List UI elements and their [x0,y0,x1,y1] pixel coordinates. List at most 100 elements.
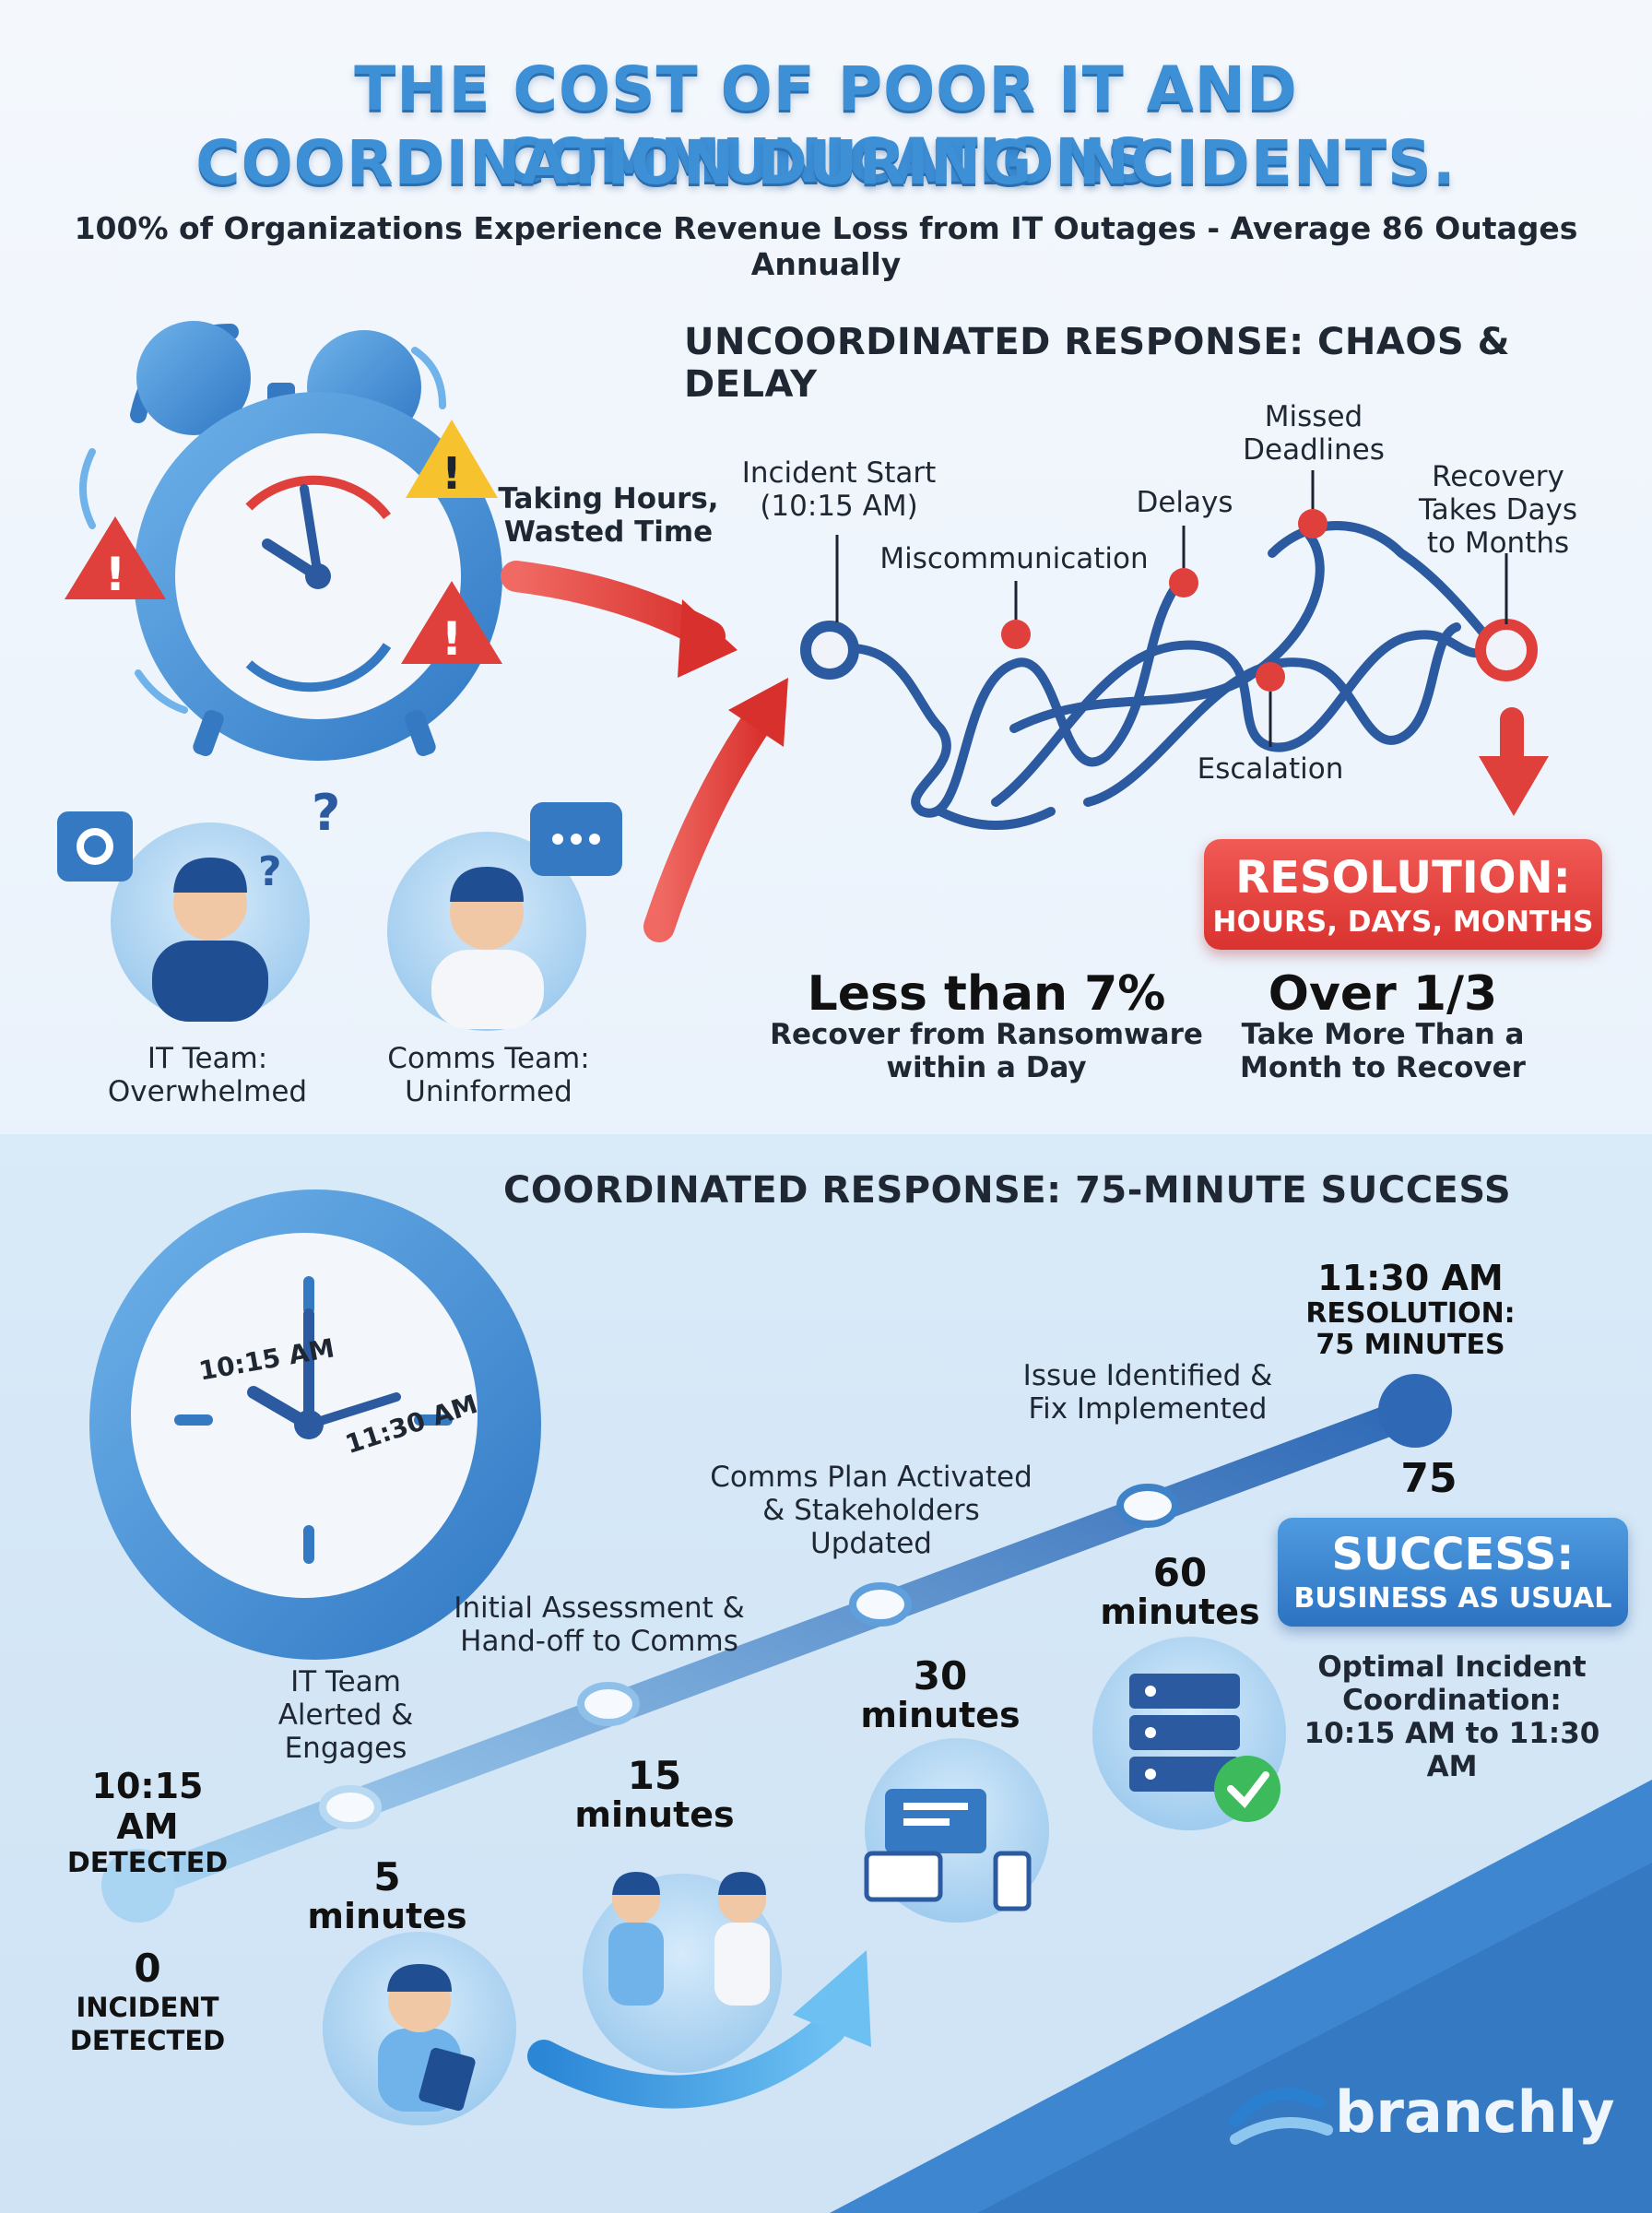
label-line: Initial Assessment & [454,1592,745,1625]
end-value: 75 [1400,1455,1457,1502]
label-line: Incident Start [741,456,937,490]
question-icon: ? [312,784,340,842]
it-team-avatar: ? ? [57,784,340,1022]
milestone-4-minutes: 60 minutes [1088,1550,1272,1632]
label-escalation: Escalation [1197,752,1344,786]
timeline-track [101,1374,1452,1923]
milestone-3-minutes: 30 minutes [848,1653,1032,1735]
branchly-logo-icon [1229,2088,1333,2145]
milestone-1-label: IT Team Alerted & Engages [249,1665,442,1765]
start-time: 10:15 AM [91,1766,204,1847]
optimal-caption: Optimal Incident Coordination: 10:15 AM … [1281,1651,1622,1783]
end-time: 11:30 AM [1317,1258,1504,1298]
svg-text:!: ! [105,548,126,601]
resolution-line2: HOURS, DAYS, MONTHS [1212,905,1594,939]
minutes-unit: minutes [860,1695,1021,1735]
caption-line: Comms Team: [387,1042,590,1075]
minutes-num: 60 [1152,1550,1208,1595]
end-label: 75 MINUTES [1316,1329,1505,1361]
end-label: RESOLUTION: [1305,1297,1516,1330]
minutes-num: 5 [373,1854,401,1899]
caption-line: IT Team: [147,1042,268,1075]
start-value: 0 INCIDENT DETECTED [55,1946,240,2057]
caption-line: Coordination: [1342,1684,1562,1717]
caption-line: Recover from Ransomware [770,1018,1203,1051]
end-marker: 11:30 AM RESOLUTION: 75 MINUTES [1300,1258,1521,1361]
start-value-label: DETECTED [69,2025,226,2056]
label-line: Issue Identified & [1022,1359,1273,1392]
start-label: DETECTED [66,1847,229,1879]
start-value-label: INCIDENT [76,1992,219,2023]
svg-text:!: ! [442,448,462,500]
arrow-caption-line: Wasted Time [503,515,714,549]
success-line1: SUCCESS: [1331,1529,1575,1580]
label-incident-start: Incident Start (10:15 AM) [728,456,950,523]
label-line: Takes Days [1418,493,1578,527]
label-line: IT Team [290,1665,401,1698]
minutes-num: 15 [627,1753,682,1798]
brand-logo: branchly [1226,2075,1615,2148]
resolution-badge: RESOLUTION: HOURS, DAYS, MONTHS [1204,839,1602,950]
success-badge: SUCCESS: BUSINESS AS USUAL [1278,1518,1628,1627]
label-line: Alerted & [277,1698,414,1732]
alarm-clock-icon [79,321,502,761]
server-check-icon [1092,1637,1286,1830]
success-line2: BUSINESS AS USUAL [1293,1582,1612,1615]
handshake-icon [583,1872,782,2073]
gear-icon [57,811,133,882]
caption-line: Overwhelmed [107,1075,308,1108]
caption-line: Uninformed [405,1075,572,1108]
minutes-unit: minutes [307,1896,467,1936]
red-arrow-icon [501,561,1549,942]
milestone-1-minutes: 5 minutes [295,1854,479,1936]
page-subtitle: 100% of Organizations Experience Revenue… [74,210,1578,282]
milestone-2-label: Initial Assessment & Hand-off to Comms [442,1592,756,1658]
label-miscommunication: Miscommunication [879,542,1149,575]
page-title-line1: THE COST OF POOR IT AND COMMUNICATIONS [354,53,1298,196]
svg-text:!: ! [442,612,463,666]
uncoordinated-heading: UNCOORDINATED RESPONSE: CHAOS & DELAY [684,321,1510,406]
stat-month-caption: Take More Than a Month to Recover [1217,1018,1549,1084]
resolution-line1: RESOLUTION: [1235,852,1571,904]
label-line: Hand-off to Comms [460,1625,738,1658]
it-team-caption: IT Team: Overwhelmed [101,1042,313,1108]
minutes-num: 30 [913,1653,968,1698]
caption-line: 10:15 AM to 11:30 AM [1304,1717,1600,1783]
minutes-unit: minutes [574,1794,735,1835]
caption-line: Optimal Incident [1317,1651,1587,1684]
milestone-4-label: Issue Identified & Fix Implemented [1014,1359,1281,1426]
person-tablet-icon [323,1932,516,2125]
stat-month-value: Over 1/3 [1268,966,1498,1022]
label-line: to Months [1426,527,1570,560]
label-missed-deadlines: Missed Deadlines [1235,400,1392,467]
warning-icon: ! ! ! [65,420,502,666]
blue-arrow-icon [527,1950,871,2109]
caption-line: Month to Recover [1240,1051,1526,1084]
svg-text:?: ? [258,848,282,895]
label-delays: Delays [1136,486,1233,519]
label-line: & Stakeholders [762,1494,980,1527]
label-line: Recovery [1432,460,1564,493]
milestone-2-minutes: 15 minutes [562,1753,747,1835]
label-line: Engages [284,1732,407,1765]
label-line: Updated [810,1527,932,1560]
label-line: Fix Implemented [1028,1392,1268,1426]
milestone-3-label: Comms Plan Activated & Stakeholders Upda… [701,1461,1042,1560]
arrow-caption: Taking Hours, Wasted Time [498,482,719,549]
arrow-caption-line: Taking Hours, [498,482,719,515]
devices-icon [864,1738,1049,1923]
page-title-line2: COORDINATION DURING INCIDENTS. [195,127,1457,198]
stat-ransomware-caption: Recover from Ransomware within a Day [765,1018,1208,1084]
label-recovery: Recovery Takes Days to Months [1410,460,1586,560]
wall-clock-icon [89,1189,541,1660]
caption-line: within a Day [886,1051,1087,1084]
label-line: (10:15 AM) [760,490,918,523]
label-line: Missed [1264,400,1363,433]
comms-team-avatar [387,802,622,1031]
label-line: Comms Plan Activated [710,1461,1032,1494]
label-line: Deadlines [1243,433,1385,467]
start-marker: 10:15 AM DETECTED [55,1766,240,1879]
comms-team-caption: Comms Team: Uninformed [373,1042,604,1108]
stat-ransomware-value: Less than 7% [807,966,1166,1022]
